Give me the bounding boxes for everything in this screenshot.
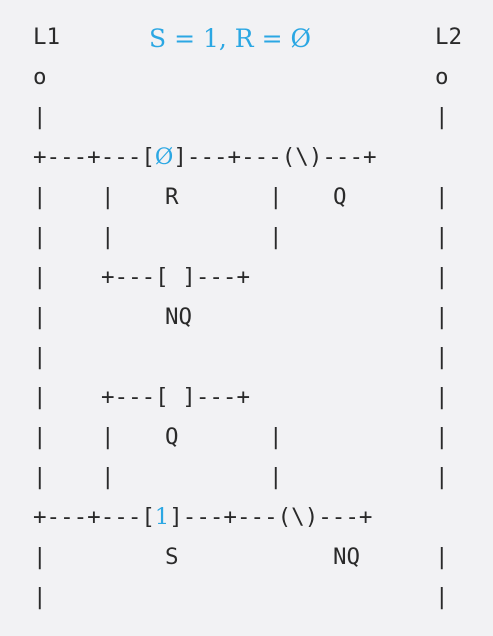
- svg-text:|: |: [435, 544, 449, 570]
- branch-vertical: |: [269, 424, 283, 450]
- branch-vertical: |: [101, 224, 115, 250]
- svg-text:|: |: [33, 104, 47, 130]
- contact-nq-branch: +---[ ]---+: [101, 264, 250, 290]
- svg-text:|: |: [33, 544, 47, 570]
- svg-text:|: |: [33, 464, 47, 490]
- svg-text:|: |: [33, 184, 47, 210]
- svg-text:|: |: [435, 464, 449, 490]
- svg-text:|: |: [435, 304, 449, 330]
- svg-text:|: |: [33, 344, 47, 370]
- rung-1: +---+---[Ø]---+---(\)---+: [33, 144, 377, 170]
- contact-nq-label: NQ: [165, 304, 192, 330]
- coil-nq-label: NQ: [333, 544, 360, 570]
- contact-q-label: Q: [165, 424, 179, 450]
- svg-text:|: |: [33, 424, 47, 450]
- contact-s-label: S: [165, 544, 179, 570]
- branch-vertical: |: [101, 184, 115, 210]
- coil-q-label: Q: [333, 184, 347, 210]
- rail-left-label: L1: [33, 24, 60, 50]
- coil-q-symbol: (\): [282, 144, 323, 170]
- branch-vertical: |: [269, 224, 283, 250]
- left-rail: | | | | | | | | | | |: [33, 104, 47, 610]
- rail-left-node: o: [33, 64, 47, 90]
- svg-text:|: |: [435, 344, 449, 370]
- svg-text:|: |: [435, 424, 449, 450]
- right-rail: | | | | | | | | | | |: [435, 104, 449, 610]
- svg-text:|: |: [435, 264, 449, 290]
- svg-text:|: |: [33, 584, 47, 610]
- contact-r-label: R: [165, 184, 179, 210]
- svg-text:|: |: [33, 224, 47, 250]
- svg-text:|: |: [33, 264, 47, 290]
- svg-text:|: |: [435, 184, 449, 210]
- state-caption: S = 1, R = Ø: [149, 24, 311, 53]
- svg-text:|: |: [435, 224, 449, 250]
- branch-vertical: |: [269, 464, 283, 490]
- svg-text:|: |: [435, 104, 449, 130]
- contact-s-value: 1: [155, 504, 169, 530]
- branch-vertical: |: [269, 184, 283, 210]
- rail-right-label: L2: [435, 24, 462, 50]
- svg-text:|: |: [33, 304, 47, 330]
- branch-vertical: |: [101, 464, 115, 490]
- rung-2: +---+---[1]---+---(\)---+: [33, 504, 372, 530]
- contact-r-value: Ø: [155, 144, 173, 170]
- svg-text:|: |: [33, 384, 47, 410]
- svg-text:|: |: [435, 384, 449, 410]
- coil-nq-symbol: (\): [278, 504, 319, 530]
- contact-q-branch: +---[ ]---+: [101, 384, 250, 410]
- svg-text:|: |: [435, 584, 449, 610]
- rail-right-node: o: [435, 64, 449, 90]
- branch-vertical: |: [101, 424, 115, 450]
